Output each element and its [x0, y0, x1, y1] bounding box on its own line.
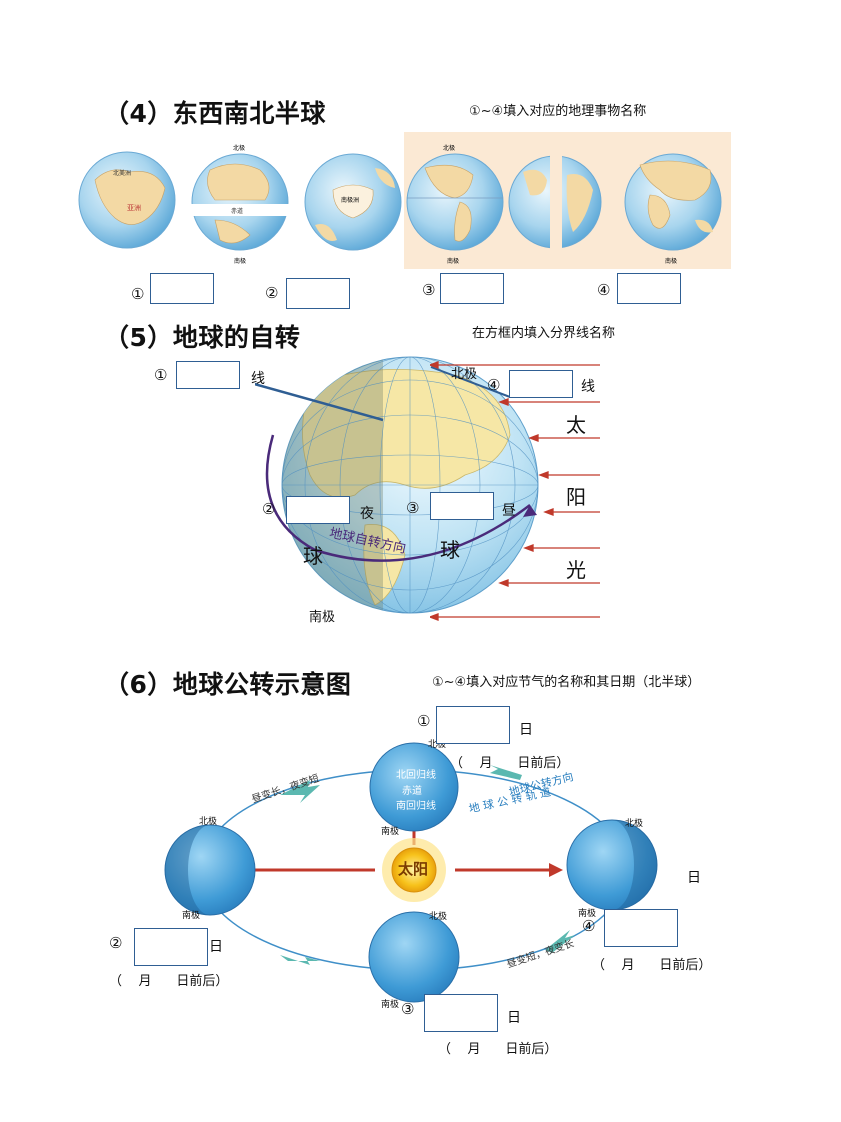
date-hint-1: （ 月 日前后） — [450, 756, 570, 771]
section-5-title: （5）地球的自转 — [104, 323, 301, 352]
south-pole-top: 南极 — [381, 827, 400, 837]
answer-box-6-2[interactable] — [134, 928, 208, 966]
mark-4: ④ — [597, 281, 611, 299]
answer-box-4-3[interactable] — [440, 273, 504, 304]
western-hemisphere-globe: 北极 南极 — [406, 144, 504, 265]
section-4-title: （4）东西南北半球 — [104, 99, 326, 128]
earth-orbit-diagram — [164, 742, 658, 1003]
svg-text:北极: 北极 — [233, 144, 245, 152]
svg-text:北极: 北极 — [443, 144, 455, 152]
sunlight-arrows — [430, 361, 600, 621]
split-globe-meridian — [508, 150, 602, 254]
answer-box-6-4[interactable] — [604, 909, 678, 947]
section-5-note: 在方框内填入分界线名称 — [472, 326, 616, 341]
south-pole-left: 南极 — [182, 911, 201, 921]
svg-text:南极: 南极 — [234, 257, 246, 265]
south-pole-bottom: 南极 — [381, 1000, 400, 1010]
orbit-mark-4: ④ — [582, 917, 596, 935]
section-4-note: ①~④填入对应的地理事物名称 — [469, 104, 647, 119]
rot-mark-3: ③ — [406, 499, 420, 517]
orbit-mark-1: ① — [417, 712, 431, 730]
svg-text:南极洲: 南极洲 — [341, 196, 359, 204]
north-pole-top: 北极 — [428, 740, 447, 750]
day-char-4: 日 — [687, 870, 701, 886]
svg-text:亚洲: 亚洲 — [127, 204, 141, 212]
svg-text:北美洲: 北美洲 — [113, 169, 131, 177]
answer-box-5-1[interactable] — [176, 361, 240, 389]
svg-text:南极: 南极 — [665, 257, 677, 265]
line-suffix-4: 线 — [581, 379, 595, 395]
split-globe-equator: 北极 赤道 南极 — [190, 144, 290, 265]
date-hint-3: （ 月 日前后） — [438, 1042, 558, 1057]
tropic-south-label: 南回归线 — [396, 801, 436, 812]
equator-label: 赤道 — [402, 786, 422, 797]
rot-mark-4: ④ — [487, 376, 501, 394]
mark-3: ③ — [422, 281, 436, 299]
day-char-3: 日 — [507, 1010, 521, 1026]
northern-hemisphere-globe: 北美洲 亚洲 — [78, 151, 176, 249]
hemisphere-globes: 北美洲 亚洲 北极 赤道 南极 南极洲 北极 南极 — [78, 144, 722, 265]
answer-box-5-3[interactable] — [430, 492, 494, 520]
line-suffix-1: 线 — [251, 371, 265, 387]
sun-char-1: 太 — [566, 413, 586, 437]
answer-box-4-4[interactable] — [617, 273, 681, 304]
south-pole-right: 南极 — [578, 909, 597, 919]
svg-text:南极: 南极 — [447, 257, 459, 265]
date-hint-2: （ 月 日前后） — [109, 974, 229, 989]
day-char-2: 日 — [209, 939, 223, 955]
mark-2: ② — [265, 284, 279, 302]
sun-char-2: 阳 — [566, 485, 586, 509]
mark-1: ① — [131, 285, 145, 303]
answer-box-5-4[interactable] — [509, 370, 573, 398]
answer-box-4-2[interactable] — [286, 278, 350, 309]
north-pole-bottom: 北极 — [429, 912, 448, 922]
tropic-north-label: 北回归线 — [396, 770, 436, 781]
north-pole-left: 北极 — [199, 817, 218, 827]
answer-box-6-3[interactable] — [424, 994, 498, 1032]
svg-text:赤道: 赤道 — [231, 207, 243, 215]
night-label: 夜 — [360, 506, 374, 522]
day-char-1: 日 — [519, 722, 533, 738]
section-6-note: ①~④填入对应节气的名称和其日期（北半球） — [432, 675, 701, 690]
north-pole-label: 北极 — [451, 367, 478, 382]
north-pole-right: 北极 — [625, 819, 644, 829]
sun-char-3: 光 — [566, 558, 586, 582]
rot-mark-1: ① — [154, 366, 168, 384]
answer-box-4-1[interactable] — [150, 273, 214, 304]
orbit-mark-2: ② — [109, 934, 123, 952]
south-pole-label: 南极 — [309, 610, 336, 625]
sun-label: 太阳 — [398, 860, 429, 878]
answer-box-5-2[interactable] — [286, 496, 350, 524]
date-hint-4: （ 月 日前后） — [592, 958, 712, 973]
ball-left-char: 球 — [303, 544, 323, 568]
ball-right-char: 球 — [440, 538, 460, 562]
earth-rotation-diagram — [255, 356, 539, 614]
southern-hemisphere-globe: 南极洲 — [304, 153, 402, 251]
answer-box-6-1[interactable] — [436, 706, 510, 744]
eastern-hemisphere-globe: 南极 — [624, 153, 722, 265]
section-6-title: （6）地球公转示意图 — [104, 670, 352, 699]
rot-mark-2: ② — [262, 500, 276, 518]
orbit-mark-3: ③ — [401, 1000, 415, 1018]
day-label: 昼 — [502, 503, 516, 519]
